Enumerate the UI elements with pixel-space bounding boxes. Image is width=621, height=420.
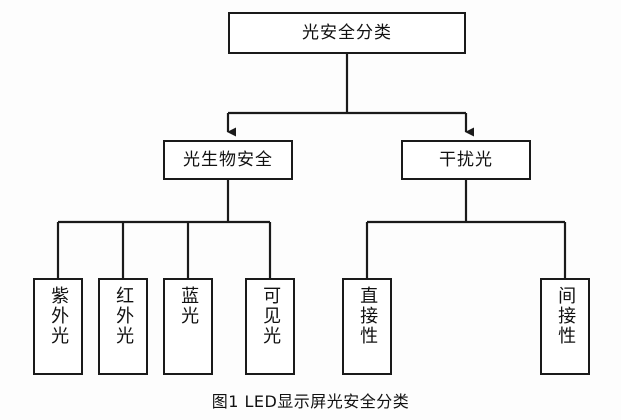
figure-caption: 图1 LED显示屏光安全分类 — [211, 392, 410, 411]
node-photobiological-safety[interactable]: 光生物安全 — [163, 140, 293, 180]
node-infrared-light-label: 红外光 — [113, 286, 135, 346]
node-obtrusive-light[interactable]: 干扰光 — [401, 140, 531, 180]
node-blue-light-label: 蓝光 — [178, 286, 200, 326]
node-infrared-light[interactable]: 红外光 — [98, 278, 148, 375]
node-indirectness-label: 间接性 — [555, 286, 577, 346]
node-visible-light-label: 可见光 — [260, 286, 282, 346]
node-directness-label: 直接性 — [357, 286, 379, 346]
node-directness[interactable]: 直接性 — [342, 278, 392, 375]
node-root[interactable]: 光安全分类 — [228, 12, 466, 54]
node-indirectness[interactable]: 间接性 — [540, 278, 590, 375]
node-root-label: 光安全分类 — [302, 22, 392, 43]
node-obtrusive-light-label: 干扰光 — [439, 149, 493, 170]
node-ultraviolet-light[interactable]: 紫外光 — [33, 278, 83, 375]
node-visible-light[interactable]: 可见光 — [245, 278, 295, 375]
node-photobiological-safety-label: 光生物安全 — [183, 149, 273, 170]
node-ultraviolet-light-label: 紫外光 — [48, 286, 70, 346]
node-blue-light[interactable]: 蓝光 — [163, 278, 213, 375]
